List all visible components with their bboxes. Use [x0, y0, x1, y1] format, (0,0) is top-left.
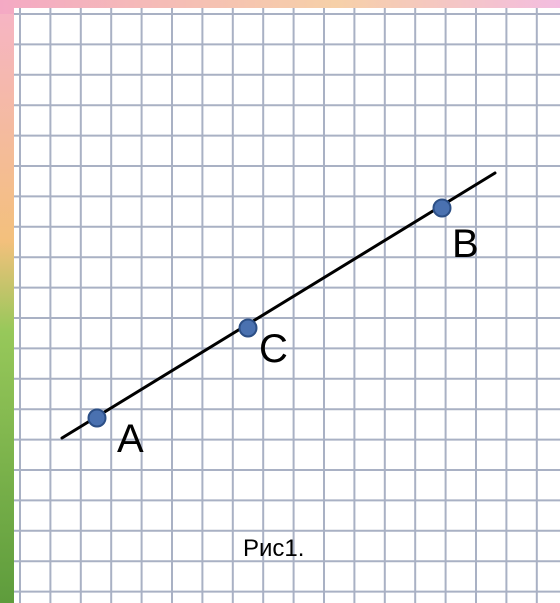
label-a: A: [117, 417, 144, 461]
point-b: [432, 198, 452, 218]
figure-caption: Рис1.: [243, 535, 304, 562]
point-a: [87, 408, 107, 428]
point-c: [238, 318, 258, 338]
segment-ab-line: [60, 171, 497, 440]
label-b: B: [452, 222, 479, 266]
label-c: C: [259, 327, 288, 371]
grid-paper: [14, 8, 560, 603]
grid-lines: [14, 8, 560, 603]
